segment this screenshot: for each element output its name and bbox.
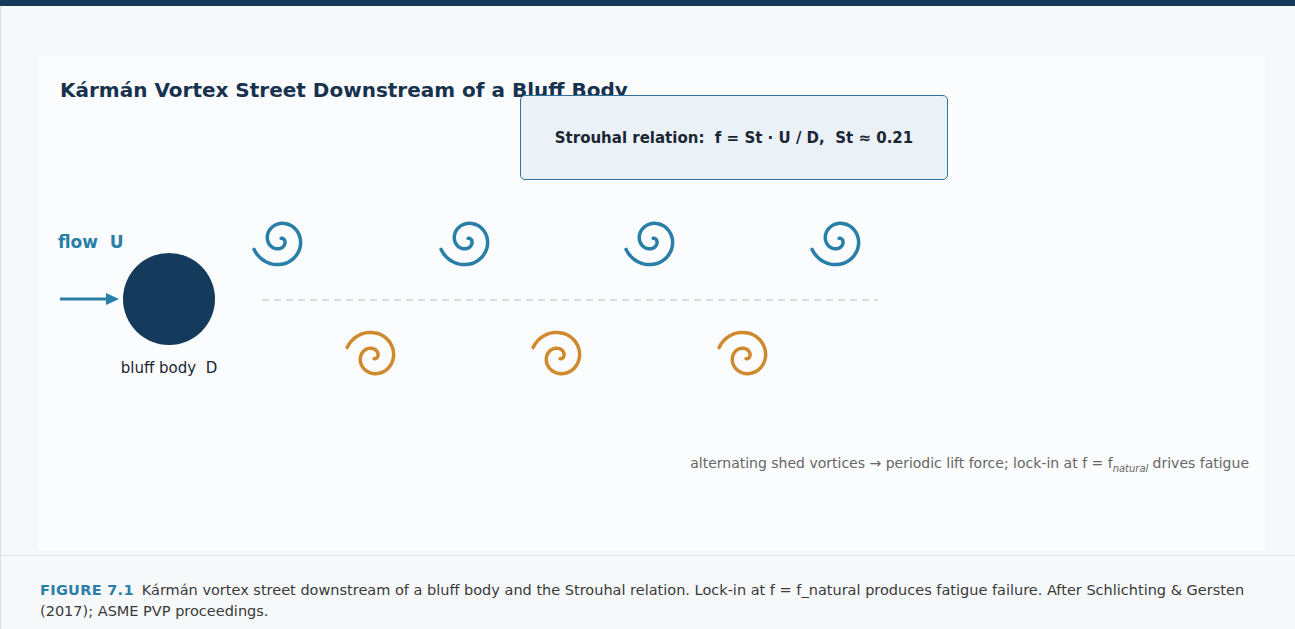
top-bar bbox=[0, 0, 1295, 6]
vortex-spiral bbox=[626, 223, 673, 264]
vortex-spiral bbox=[441, 223, 488, 264]
left-rule bbox=[0, 6, 1, 629]
note-text: drives fatigue bbox=[1153, 455, 1249, 471]
flow-label: flow U bbox=[58, 232, 124, 252]
vortex-group bbox=[254, 223, 859, 373]
figure-number: FIGURE 7.1 bbox=[40, 582, 134, 598]
bluff-body: bluff body D bbox=[116, 251, 223, 377]
flow-arrow-shaft bbox=[60, 298, 108, 301]
note-line: alternating shed vortices → periodic lif… bbox=[690, 455, 1249, 474]
vortex-spiral bbox=[254, 223, 301, 264]
vortex-spiral bbox=[719, 332, 766, 373]
node-text: bluff body D bbox=[116, 359, 223, 377]
node-text: Strouhal relation: f = St · U / D, St ≈ … bbox=[555, 129, 913, 147]
subscript: natural bbox=[1113, 463, 1149, 474]
caption-block: FIGURE 7.1Kármán vortex street downstrea… bbox=[40, 580, 1255, 622]
formula-box: Strouhal relation: f = St · U / D, St ≈ … bbox=[520, 95, 948, 180]
wake-centerline bbox=[262, 299, 878, 300]
bluff-body-circle bbox=[123, 253, 215, 345]
vortex-spiral bbox=[533, 332, 580, 373]
caption-rule bbox=[0, 555, 1295, 556]
note-text: alternating shed vortices → periodic lif… bbox=[690, 455, 1112, 471]
flow-arrow-head bbox=[106, 293, 119, 305]
drawing-panel bbox=[38, 56, 1265, 550]
vortex-spiral bbox=[812, 223, 859, 264]
circle-outline bbox=[121, 251, 217, 347]
caption-text: Kármán vortex street downstream of a blu… bbox=[40, 582, 1244, 619]
vortex-spiral bbox=[347, 332, 394, 373]
